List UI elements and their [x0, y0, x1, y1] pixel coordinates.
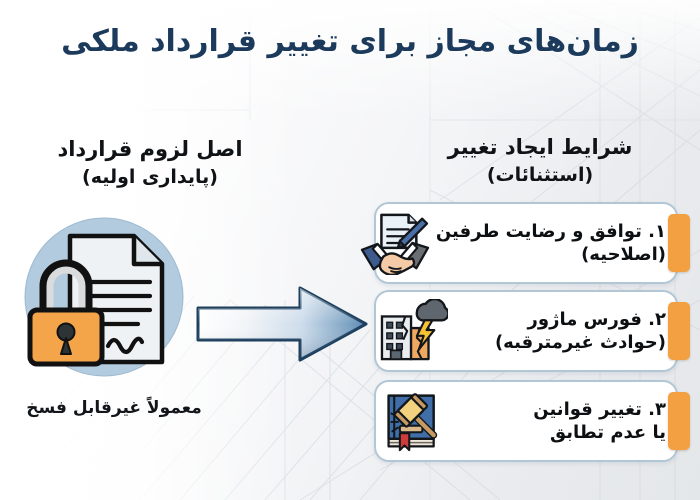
- card-3-icon-wrap: [376, 387, 450, 455]
- left-heading-line1: اصل لزوم قرارداد: [57, 137, 243, 161]
- card-2-line1: ۲. فورس ماژور: [527, 308, 666, 330]
- locked-contract-document-icon: [24, 217, 184, 377]
- card-1-icon-wrap: [358, 209, 432, 277]
- exception-card-3[interactable]: ۳. تغییر قوانین یا عدم تطابق: [374, 380, 690, 462]
- card-1-text: ۱. توافق و رضایت طرفین (اصلاحیه): [432, 220, 676, 266]
- exception-card-1[interactable]: ۱. توافق و رضایت طرفین (اصلاحیه): [360, 202, 690, 284]
- card-accent-tab: [668, 392, 690, 450]
- law-book-gavel-icon: [387, 393, 438, 452]
- card-accent-tab: [668, 214, 690, 272]
- card-2-text: ۲. فورس ماژور (حوادث غیرمترقبه): [450, 308, 676, 354]
- page-title: زمان‌های مجاز برای تغییر قرارداد ملکی: [61, 24, 639, 59]
- right-heading-line1: شرایط ایجاد تغییر: [447, 135, 633, 159]
- storm-damaged-building-icon: [380, 299, 448, 361]
- left-column-heading: اصل لزوم قرارداد (پایداری اولیه): [0, 136, 300, 190]
- right-pointing-arrow-icon: [196, 286, 368, 362]
- left-column-caption: معمولاً غیرقابل فسخ: [26, 398, 202, 418]
- card-1-line2: (اصلاحیه): [581, 244, 666, 265]
- card-3-line2: یا عدم تطابق: [550, 422, 666, 443]
- card-2-icon-wrap: [376, 297, 450, 365]
- card-3-line1: ۳. تغییر قوانین: [533, 398, 666, 420]
- left-heading-line2: (پایداری اولیه): [82, 166, 218, 189]
- right-column-heading: شرایط ایجاد تغییر (استثنائات): [390, 134, 690, 188]
- exception-card-2[interactable]: ۲. فورس ماژور (حوادث غیرمترقبه): [374, 290, 690, 372]
- right-heading-line2: (استثنائات): [486, 164, 594, 187]
- card-accent-tab: [668, 302, 690, 360]
- card-1-line1: ۱. توافق و رضایت طرفین: [435, 220, 666, 242]
- card-3-text: ۳. تغییر قوانین یا عدم تطابق: [450, 398, 676, 444]
- card-2-line2: (حوادث غیرمترقبه): [494, 332, 666, 353]
- background-top-fade: [0, 0, 700, 120]
- handshake-contract-icon: [360, 213, 429, 275]
